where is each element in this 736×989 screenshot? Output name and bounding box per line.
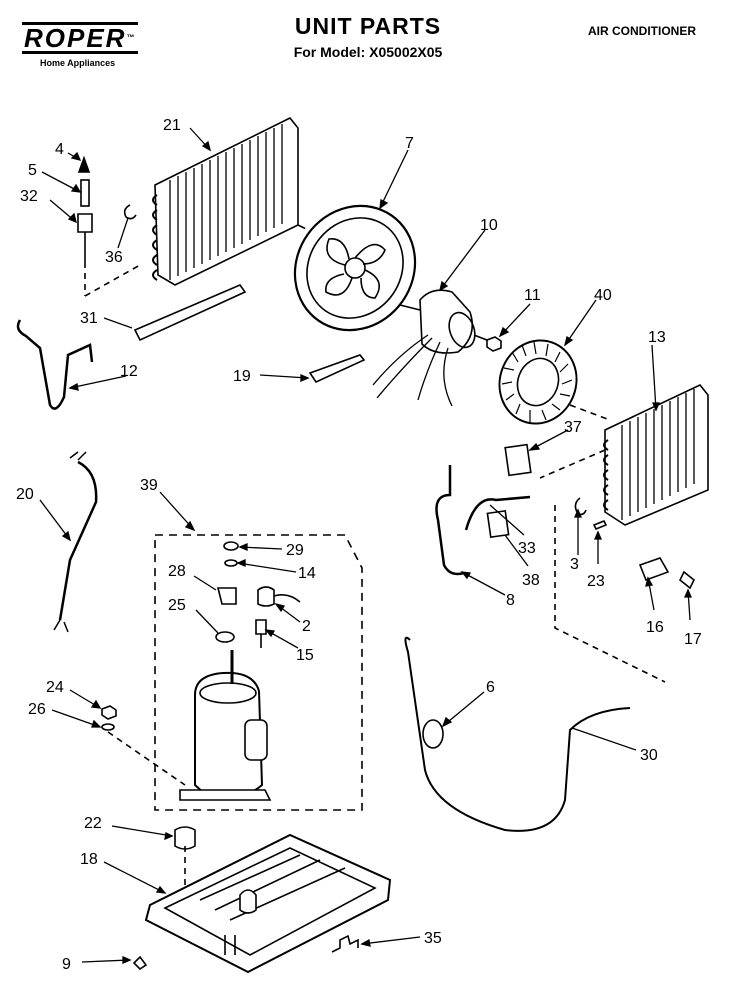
clip-bracket-drawing	[678, 570, 696, 590]
callout-23: 23	[587, 573, 605, 590]
callout-12: 12	[120, 363, 138, 380]
page-title: UNIT PARTS	[294, 13, 442, 39]
harness-terminals-drawing	[53, 451, 87, 633]
fan-motor-drawing	[372, 289, 493, 407]
fan-shroud-drawing	[293, 204, 417, 332]
callout-3: 3	[570, 556, 579, 573]
callout-15: 15	[296, 647, 314, 664]
callout-8: 8	[506, 592, 515, 609]
callout-39: 39	[140, 477, 158, 494]
sensor-probe-drawing	[77, 155, 141, 297]
callout-17: 17	[684, 631, 702, 648]
leader-lines	[39, 127, 692, 964]
callout-11: 11	[524, 287, 541, 304]
bracket-drawing	[638, 557, 670, 582]
nut-drawing	[486, 336, 502, 352]
callout-40: 40	[594, 287, 612, 304]
callout-38: 38	[522, 572, 540, 589]
callout-4: 4	[55, 141, 64, 158]
condenser-coil-drawing	[152, 116, 381, 286]
grommet-29-drawing	[223, 541, 239, 551]
clip-35-drawing	[331, 934, 359, 953]
model-line: For Model: X05002X05	[293, 44, 443, 60]
callout-28: 28	[168, 563, 186, 580]
washer-26-drawing	[101, 723, 115, 731]
nut-24-drawing	[101, 705, 117, 720]
filter-pad-small-drawing	[486, 509, 510, 539]
capillary-tube-drawing	[435, 465, 531, 576]
callout-29: 29	[286, 542, 304, 559]
filter-pad-drawing	[504, 443, 532, 477]
overload-28-drawing	[216, 587, 237, 605]
washer-14-drawing	[224, 559, 238, 567]
callout-2: 2	[302, 618, 311, 635]
callout-13: 13	[648, 329, 666, 346]
callout-6: 6	[486, 679, 495, 696]
callout-20: 20	[16, 486, 34, 503]
gasket-strip-drawing	[592, 519, 608, 531]
callout-7: 7	[405, 135, 414, 152]
callout-9: 9	[62, 956, 71, 973]
discharge-tube-drawing	[16, 319, 94, 410]
callout-30: 30	[640, 747, 658, 764]
callout-25: 25	[168, 597, 186, 614]
callout-16: 16	[646, 619, 664, 636]
callout-26: 26	[28, 701, 46, 718]
product-label: AIR CONDITIONER	[588, 24, 696, 38]
callout-10: 10	[480, 217, 498, 234]
callout-31: 31	[80, 310, 98, 327]
compressor-drawing	[179, 650, 272, 801]
callout-19: 19	[233, 368, 251, 385]
callout-33: 33	[518, 540, 536, 557]
bulb-holder-drawing	[308, 354, 366, 384]
grommet-22-drawing	[174, 826, 196, 850]
clip-9-drawing	[132, 955, 148, 971]
mount-line-drawing	[107, 731, 186, 786]
clip-drawing	[123, 204, 137, 220]
callout-35: 35	[424, 930, 442, 947]
callout-14: 14	[298, 565, 316, 582]
wiring-harness-drawing	[58, 460, 98, 621]
drain-tube-drawing	[404, 636, 631, 832]
evaporator-coil-drawing	[539, 384, 709, 683]
brand-trademark: ™	[126, 33, 137, 42]
blower-wheel-drawing	[498, 339, 611, 425]
callout-22: 22	[84, 815, 102, 832]
brand-subtitle: Home Appliances	[40, 58, 116, 68]
terminal-25-drawing	[215, 631, 235, 643]
callout-5: 5	[28, 162, 37, 179]
callout-37: 37	[564, 419, 582, 436]
brand-logo: ROPER™	[22, 22, 139, 54]
callout-21: 21	[163, 117, 181, 134]
callout-numbers: 4 5 32 36 21 7 10 11 40 13 31 12 19 37 2…	[16, 117, 702, 973]
callout-32: 32	[20, 188, 38, 205]
protector-2-drawing	[257, 586, 301, 607]
cover-15-drawing	[255, 619, 267, 648]
callout-24: 24	[46, 679, 64, 696]
callout-36: 36	[105, 249, 123, 266]
callout-18: 18	[80, 851, 98, 868]
tube-bar-drawing	[133, 284, 247, 342]
base-pan-drawing	[144, 833, 392, 974]
brand-name: ROPER	[24, 23, 127, 53]
